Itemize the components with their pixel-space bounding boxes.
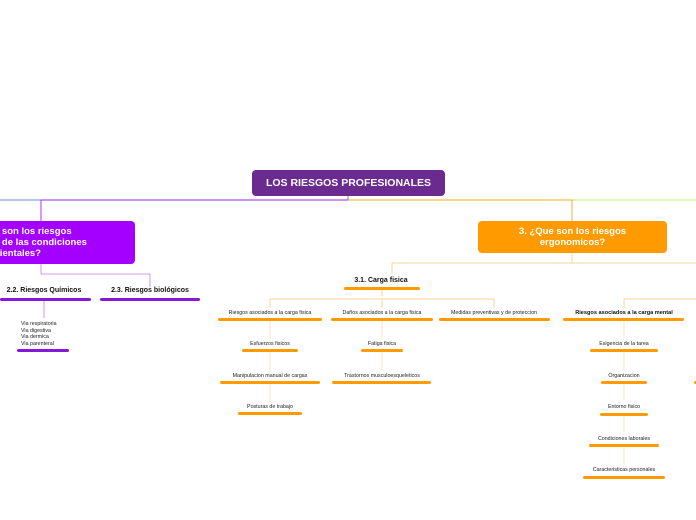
medidas-preventivas-bar — [439, 318, 550, 321]
list-item: Via respiratoria — [21, 321, 57, 327]
entorno-fisico-label[interactable]: Entorno fisico — [607, 404, 641, 410]
carga-fisica-bar — [344, 287, 420, 290]
organizacion-label[interactable]: Organizacion — [608, 373, 640, 379]
esfuerzos-fisicos-label[interactable]: Esfuerzos fisicos — [250, 341, 290, 347]
riesgos-carga-fisica-bar — [218, 318, 322, 321]
posturas-trabajo-bar — [238, 412, 302, 415]
exigencia-tarea-label[interactable]: Exigencia de la tarea — [599, 341, 649, 347]
root-title: LOS RIESGOS PROFESIONALES — [265, 177, 432, 189]
ambientales-title-line2: s de las condiciones — [0, 237, 87, 248]
danos-carga-fisica-bar — [331, 318, 433, 321]
carga-mental-label[interactable]: Riesgos asociados a la carga mental — [575, 310, 673, 316]
carga-fisica-label[interactable]: 3.1. Carga fisica — [354, 277, 408, 284]
ambientales-node[interactable]: s son los riesgos s de las condiciones b… — [0, 221, 135, 264]
riesgos-quimicos-label[interactable]: 2.2. Riesgos Químicos — [6, 287, 82, 294]
fatiga-fisica-bar — [361, 349, 403, 352]
vias-bar — [17, 349, 69, 352]
ambientales-title-line1: s son los riesgos — [0, 226, 72, 237]
manipulacion-cargas-bar — [220, 381, 320, 384]
offscreen-branch-bar — [694, 381, 696, 384]
entorno-fisico-bar — [600, 413, 648, 416]
carga-mental-bar — [563, 318, 684, 321]
medidas-preventivas-label[interactable]: Medidas preventivas y de proteccion — [451, 310, 537, 316]
condiciones-laborales-label[interactable]: Condiciones laborales — [597, 436, 651, 442]
caracteristicas-personales-label[interactable]: Caracteristicas personales — [592, 467, 656, 473]
esfuerzos-fisicos-bar — [242, 349, 298, 352]
ergonomicos-title-line1: 3. ¿Que son los riesgos — [518, 226, 627, 237]
organizacion-bar — [601, 381, 647, 384]
trastornos-bar — [332, 381, 431, 384]
ergonomicos-node[interactable]: 3. ¿Que son los riesgos ergonomicos? — [478, 221, 667, 253]
posturas-trabajo-label[interactable]: Posturas de trabajo — [247, 404, 293, 410]
vias-list[interactable]: Via respiratoria Via digestiva Via dermi… — [21, 321, 57, 347]
riesgos-quimicos-bar — [0, 298, 91, 301]
list-item: Via parenteral — [21, 340, 54, 347]
caracteristicas-personales-bar — [583, 476, 665, 479]
riesgos-biologicos-bar — [100, 298, 200, 301]
riesgos-biologicos-label[interactable]: 2.3. Riesgos biológicos — [111, 287, 189, 294]
list-item: Via dermica — [21, 334, 49, 341]
danos-carga-fisica-label[interactable]: Daños asociados a la carga fisica — [342, 310, 422, 316]
ergonomicos-title-line2: ergonomicos? — [539, 237, 606, 248]
root-node[interactable]: LOS RIESGOS PROFESIONALES — [252, 170, 445, 196]
exigencia-tarea-bar — [590, 349, 658, 352]
trastornos-label[interactable]: Trastornos musculoesqueleticos — [344, 373, 420, 379]
manipulacion-cargas-label[interactable]: Manipulacion manual de cargas — [232, 373, 308, 379]
ambientales-title-line3: bientales? — [0, 248, 41, 259]
list-item: Via digestiva — [21, 327, 51, 334]
fatiga-fisica-label[interactable]: Fatiga fisica — [367, 341, 397, 347]
riesgos-carga-fisica-label[interactable]: Riesgos asociados a la carga fisica — [228, 310, 312, 316]
condiciones-laborales-bar — [589, 444, 659, 447]
